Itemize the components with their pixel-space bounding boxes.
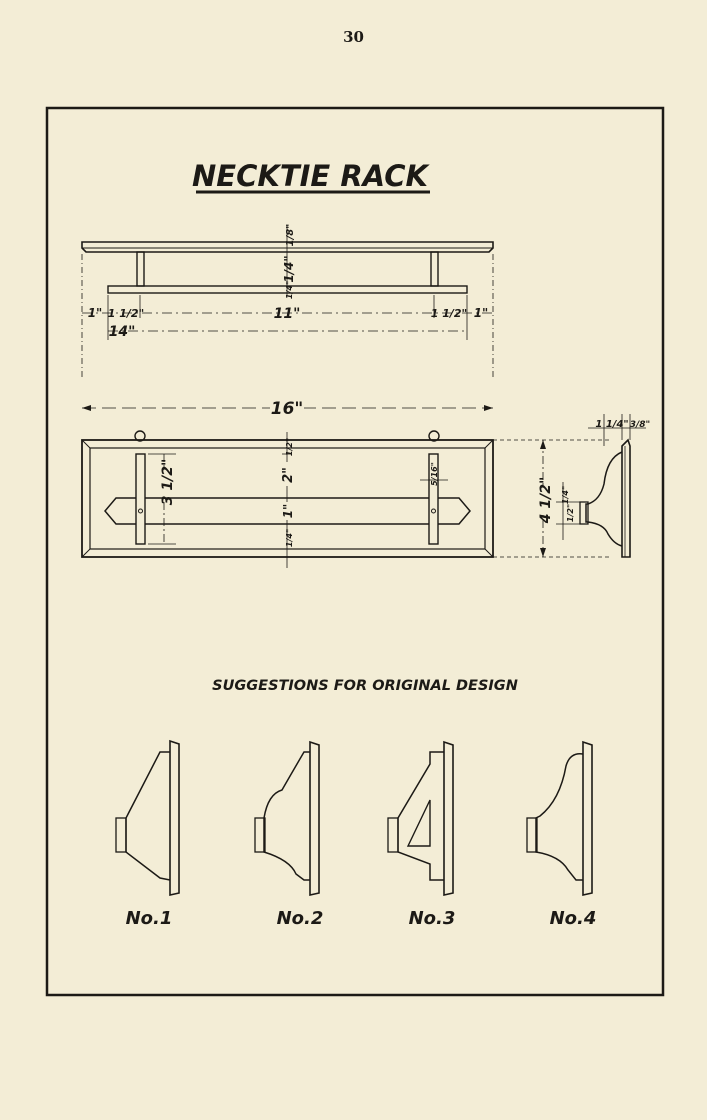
design-3-cutout (406, 799, 431, 847)
plate-border (45, 106, 665, 997)
side-view-bar (579, 501, 589, 525)
dim-left-inset: 1 1/2" (108, 307, 145, 320)
design-3-board (443, 740, 454, 896)
dim-arrow (82, 405, 91, 411)
front-view-left-bracket (135, 453, 146, 545)
dim-bracket-gap: 1/4" (282, 255, 296, 282)
bevel-corner (81, 439, 91, 449)
front-view: 3 1/2" 5/16" 1/2" 2" 1" 1/4" (81, 430, 494, 568)
dim-bracket-depth: 1/4" (285, 281, 294, 299)
dim-bracket-width: 5/16" (430, 462, 439, 486)
dim-side-bracket-b: 1/2" (566, 504, 575, 522)
design-2-board (309, 740, 320, 896)
hanging-ring-left (134, 430, 146, 442)
design-suggestion-4: No.4 (526, 740, 597, 929)
design-1-bracket (125, 751, 171, 881)
bevel-corner (484, 548, 494, 558)
dim-upper-gap: 2" (281, 467, 296, 483)
dim-bottom-margin: 1/4" (285, 529, 294, 547)
design-4-bar (526, 817, 538, 853)
dim-back-offset: 1 1/4" (595, 419, 628, 430)
dim-arrow (484, 405, 493, 411)
design-suggestion-1: No.1 (115, 739, 180, 929)
dim-arrow (540, 440, 546, 449)
top-view-left-bracket (136, 251, 145, 287)
drawing-title: NECKTIE RACK (192, 159, 430, 193)
suggestions-heading: SUGGESTIONS FOR ORIGINAL DESIGN (212, 678, 518, 694)
design-3-bracket (397, 751, 444, 881)
design-4-bracket (535, 753, 584, 881)
side-view: 4 1/2" 1/4" 1/2" 1 1/4" 3/8" (493, 414, 651, 558)
dim-bar-gap: 1" (281, 504, 295, 519)
design-2-bracket (263, 751, 310, 881)
page-number: 30 (343, 28, 364, 46)
design-4-board (582, 740, 593, 896)
design-1-board (169, 739, 180, 896)
design-2-bar (254, 817, 266, 853)
label-backdrop (536, 486, 552, 514)
label-backdrop (281, 462, 294, 486)
dim-bracket-thickness: 1/8" (285, 224, 296, 247)
dim-left-margin: 1" (88, 306, 103, 320)
top-view-right-bracket (430, 251, 439, 287)
top-view: 1/8" 1/4" 1/4" 1" 1 1/2" 11" 1 1/2" 1" 1… (81, 224, 494, 419)
bevel-corner (81, 548, 91, 558)
hanging-ring-right (428, 430, 440, 442)
dim-right-margin: 1" (474, 306, 489, 320)
dim-top-margin: 1/2" (285, 438, 294, 456)
screw-icon (138, 508, 143, 514)
design-3-label: No.3 (409, 908, 456, 929)
dim-side-bracket-a: 1/4" (561, 486, 570, 504)
dim-right-inset: 1 1/2" (431, 307, 468, 320)
design-suggestion-2: No.2 (254, 740, 324, 929)
front-view-board (81, 439, 494, 558)
dim-side-height: 4 1/2" (538, 477, 554, 525)
design-3-bar (387, 817, 399, 853)
design-1-bar (115, 817, 127, 853)
dim-board-thickness: 3/8" (630, 420, 651, 430)
design-1-label: No.1 (126, 908, 173, 929)
label-backdrop (270, 398, 304, 416)
dim-arrow (540, 548, 546, 557)
dim-center-span: 11" (274, 306, 301, 322)
dim-overall-length: 16" (271, 399, 304, 419)
front-view-right-bracket (428, 453, 439, 545)
label-backdrop (281, 502, 294, 520)
side-view-bracket (585, 451, 623, 547)
dim-bracket-height: 3 1/2" (160, 459, 176, 506)
front-view-tie-bar (104, 497, 471, 525)
side-view-board (621, 438, 631, 558)
label-backdrop (160, 468, 174, 496)
design-suggestion-3: No.3 (387, 740, 456, 929)
dim-bar-length: 14" (109, 324, 136, 340)
screw-icon (431, 508, 436, 514)
bevel-corner (484, 439, 494, 449)
design-2-label: No.2 (277, 908, 324, 929)
design-4-label: No.4 (550, 908, 597, 929)
